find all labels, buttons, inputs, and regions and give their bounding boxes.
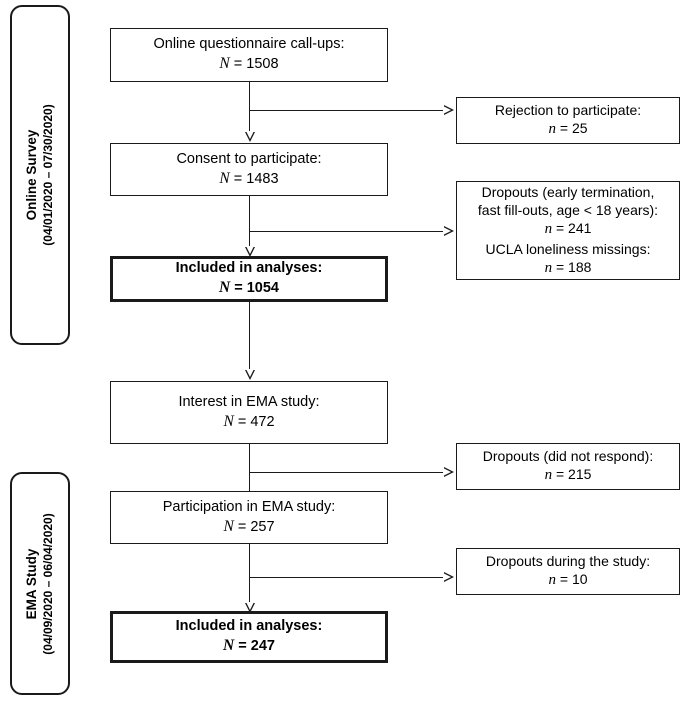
phase-label-online-survey: Online Survey (04/01/2020 – 07/30/2020)	[24, 104, 56, 245]
node-interest-ema-eq: =	[237, 413, 247, 430]
node-included-survey-value: 1054	[246, 280, 279, 297]
phase-band-online-survey: Online Survey (04/01/2020 – 07/30/2020)	[10, 5, 70, 345]
phase-title-ema-study: EMA Study	[24, 548, 40, 619]
node-included-ema-symbol: N	[223, 637, 235, 655]
node-dropouts-no-response-eq: =	[555, 466, 565, 483]
node-dropouts-no-response-count: n = 215	[545, 465, 592, 486]
node-dropouts-survey-label-2: fast fill-outs, age < 18 years):	[477, 201, 659, 218]
node-rejection: Rejection to participate: n = 25	[456, 97, 680, 144]
node-callups: Online questionnaire call-ups: N = 1508	[110, 28, 388, 82]
node-participation-ema-count: N = 257	[223, 517, 274, 537]
arrow-callups-to-consent	[244, 130, 255, 142]
node-callups-symbol: N	[219, 55, 230, 73]
node-dropouts-survey-count-2: n = 188	[545, 258, 592, 279]
node-included-ema-value: 247	[250, 638, 275, 655]
arrow-consent-to-included	[244, 245, 255, 257]
node-callups-count: N = 1508	[219, 54, 278, 74]
node-dropouts-during-value: 10	[571, 571, 588, 588]
arrow-to-dropouts-no-response	[442, 466, 454, 477]
node-included-survey: Included in analyses: N = 1054	[110, 256, 388, 302]
connector-consent-to-dropouts	[249, 231, 445, 232]
node-dropouts-during-count: n = 10	[548, 570, 587, 591]
node-dropouts-survey-eq-1: =	[555, 220, 565, 237]
arrow-participation-to-included	[244, 601, 255, 613]
node-dropouts-survey-symbol-1: n	[544, 221, 553, 238]
node-included-ema-count: N = 247	[223, 636, 275, 656]
node-rejection-value: 25	[571, 120, 588, 137]
node-dropouts-no-response-label: Dropouts (did not respond):	[482, 448, 654, 465]
node-included-survey-eq: =	[234, 280, 243, 297]
connector-participation-to-included	[249, 544, 250, 608]
node-dropouts-during-label: Dropouts during the study:	[485, 553, 651, 570]
arrow-to-dropouts-during	[442, 571, 454, 582]
node-dropouts-no-response-symbol: n	[544, 467, 553, 484]
phase-label-ema-study: EMA Study (04/09/2020 – 06/04/2020)	[24, 513, 56, 654]
node-callups-label: Online questionnaire call-ups:	[153, 36, 345, 53]
node-included-survey-label: Included in analyses:	[175, 260, 323, 277]
node-participation-ema-value: 257	[250, 518, 275, 535]
connector-callups-to-rejection	[249, 110, 445, 111]
node-dropouts-survey-label-1: Dropouts (early termination,	[481, 183, 655, 200]
node-rejection-label: Rejection to participate:	[494, 102, 642, 119]
node-rejection-symbol: n	[548, 121, 556, 138]
node-dropouts-survey: Dropouts (early termination, fast fill-o…	[456, 181, 680, 280]
arrow-to-dropouts-survey	[442, 225, 454, 236]
phase-band-ema-study: EMA Study (04/09/2020 – 06/04/2020)	[10, 472, 70, 695]
node-consent-symbol: N	[219, 169, 230, 187]
node-dropouts-during-eq: =	[559, 571, 569, 588]
node-participation-ema-label: Participation in EMA study:	[162, 498, 336, 515]
node-dropouts-during-symbol: n	[548, 572, 556, 589]
node-dropouts-survey-eq-2: =	[555, 258, 565, 275]
node-participation-ema-symbol: N	[223, 517, 234, 535]
node-consent-label: Consent to participate:	[176, 150, 322, 167]
node-consent-value: 1483	[246, 170, 279, 187]
node-callups-value: 1508	[246, 56, 279, 73]
node-included-ema-label: Included in analyses:	[175, 618, 323, 635]
node-interest-ema-symbol: N	[223, 412, 234, 430]
node-rejection-eq: =	[559, 120, 569, 137]
connector-included-to-interest	[249, 302, 250, 374]
node-consent-count: N = 1483	[219, 169, 278, 189]
node-consent: Consent to participate: N = 1483	[110, 143, 388, 196]
node-interest-ema-value: 472	[250, 413, 275, 430]
node-dropouts-no-response: Dropouts (did not respond): n = 215	[456, 443, 680, 490]
node-dropouts-survey-value-1: 241	[568, 220, 592, 237]
node-interest-ema: Interest in EMA study: N = 472	[110, 381, 388, 444]
node-dropouts-survey-value-2: 188	[568, 258, 592, 275]
arrow-included-to-interest	[244, 368, 255, 380]
node-included-survey-symbol: N	[219, 279, 231, 297]
node-consent-eq: =	[233, 170, 243, 187]
node-dropouts-survey-symbol-2: n	[544, 259, 553, 276]
node-dropouts-survey-count-1: n = 241	[545, 219, 592, 240]
connector-callups-to-consent	[249, 82, 250, 137]
node-included-ema-eq: =	[238, 638, 247, 655]
node-dropouts-no-response-value: 215	[568, 466, 592, 483]
connector-interest-to-dropouts	[249, 472, 445, 473]
node-included-survey-count: N = 1054	[219, 278, 279, 298]
node-rejection-count: n = 25	[548, 119, 587, 140]
phase-title-online-survey: Online Survey	[24, 129, 40, 221]
connector-consent-to-included	[249, 196, 250, 252]
node-included-ema: Included in analyses: N = 247	[110, 611, 388, 663]
phase-period-ema-study: (04/09/2020 – 06/04/2020)	[40, 512, 55, 655]
node-callups-eq: =	[233, 56, 243, 73]
arrow-to-rejection	[442, 104, 454, 115]
phase-period-online-survey: (04/01/2020 – 07/30/2020)	[40, 104, 55, 246]
node-interest-ema-label: Interest in EMA study:	[178, 393, 320, 410]
node-participation-ema: Participation in EMA study: N = 257	[110, 491, 388, 544]
node-dropouts-during: Dropouts during the study: n = 10	[456, 548, 680, 595]
connector-participation-to-dropouts-during	[249, 577, 445, 578]
node-dropouts-survey-label-3: UCLA loneliness missings:	[485, 240, 651, 257]
node-participation-ema-eq: =	[237, 518, 247, 535]
node-interest-ema-count: N = 472	[223, 412, 274, 432]
